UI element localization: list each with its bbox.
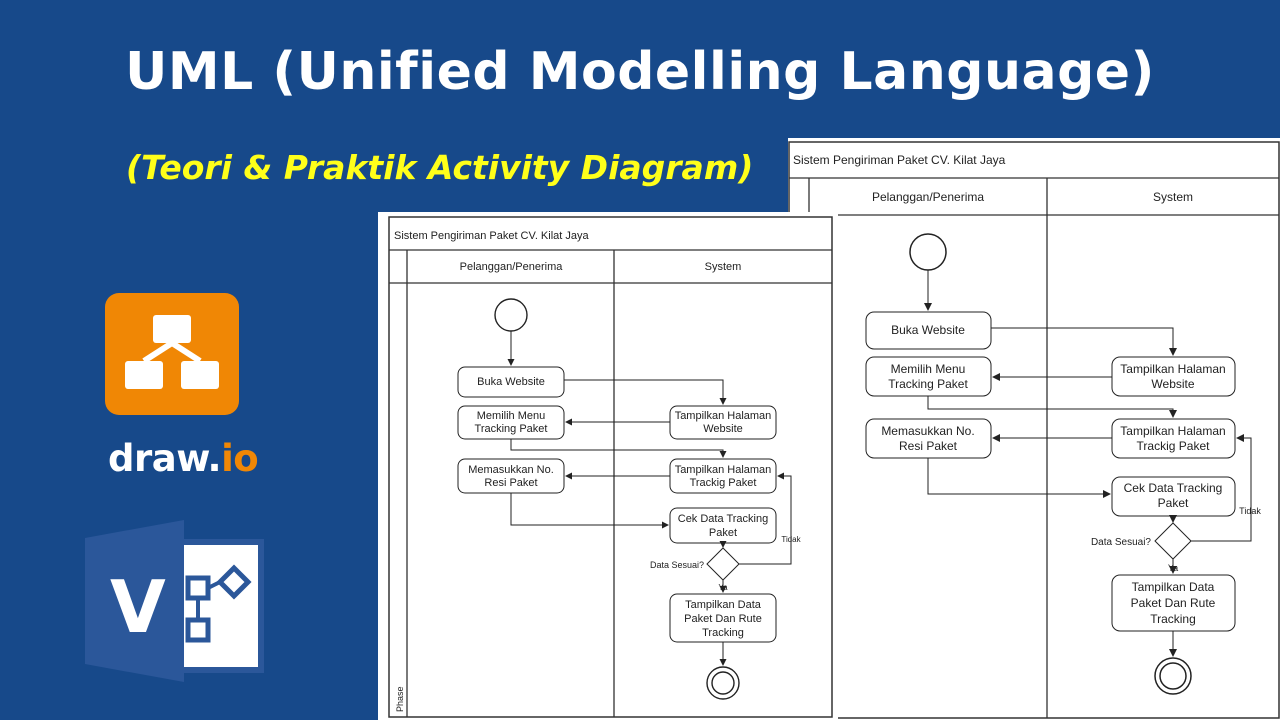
svg-text:Memilih Menu: Memilih Menu [477, 410, 545, 422]
svg-text:Website: Website [703, 423, 743, 435]
svg-text:Tampilkan Halaman: Tampilkan Halaman [675, 464, 772, 476]
visio-letter: V [110, 565, 166, 649]
lane-header-customer: Pelanggan/Penerima [872, 190, 984, 204]
svg-text:Data Sesuai?: Data Sesuai? [1091, 537, 1151, 548]
svg-text:Tampilkan Halaman: Tampilkan Halaman [675, 410, 772, 422]
svg-text:Paket: Paket [1158, 496, 1189, 510]
svg-text:Trackig Paket: Trackig Paket [1137, 439, 1211, 453]
visio-icon: V [85, 520, 264, 682]
page-title: UML (Unified Modelling Language) [125, 42, 1155, 102]
start-node-small [494, 298, 528, 332]
svg-text:Resi Paket: Resi Paket [484, 477, 537, 489]
lane-header-system: System [1153, 190, 1193, 204]
svg-text:Tracking Paket: Tracking Paket [888, 377, 968, 391]
diagram-title: Sistem Pengiriman Paket CV. Kilat Jaya [793, 153, 1006, 167]
svg-text:Website: Website [1151, 377, 1194, 391]
svg-text:Paket: Paket [709, 527, 737, 539]
start-node [909, 233, 947, 271]
svg-text:Cek Data Tracking: Cek Data Tracking [678, 513, 768, 525]
svg-text:Trackig Paket: Trackig Paket [690, 477, 757, 489]
phase-label: Phase [395, 686, 405, 712]
svg-text:Memilih Menu: Memilih Menu [891, 362, 966, 376]
svg-text:Buka Website: Buka Website [891, 323, 965, 337]
svg-text:Tampilkan Data: Tampilkan Data [1132, 580, 1215, 594]
svg-text:Paket Dan Rute: Paket Dan Rute [1131, 596, 1216, 610]
drawio-diagram-icon [105, 293, 239, 415]
svg-text:Memasukkan No.: Memasukkan No. [468, 464, 554, 476]
svg-text:Tidak: Tidak [1239, 506, 1261, 516]
activity-diagram-large: Sistem Pengiriman Paket CV. Kilat Jaya P… [788, 138, 1280, 720]
svg-text:Paket Dan Rute: Paket Dan Rute [684, 613, 762, 625]
page-subtitle: (Teori & Praktik Activity Diagram) [126, 148, 754, 187]
activity-diagram-small: Sistem Pengiriman Paket CV. Kilat Jaya P… [378, 212, 838, 720]
svg-text:Tracking: Tracking [702, 627, 744, 639]
svg-text:Memasukkan No.: Memasukkan No. [881, 424, 974, 438]
svg-text:Tampilkan Halaman: Tampilkan Halaman [1120, 362, 1225, 376]
svg-text:Tracking Paket: Tracking Paket [475, 423, 548, 435]
svg-text:Tampilkan Halaman: Tampilkan Halaman [1120, 424, 1225, 438]
lane-header-customer-small: Pelanggan/Penerima [460, 261, 564, 273]
action-buka-website [865, 311, 992, 350]
lane-header-system-small: System [705, 261, 742, 273]
svg-text:Cek Data Tracking: Cek Data Tracking [1124, 481, 1223, 495]
svg-text:Tracking: Tracking [1150, 612, 1196, 626]
diagram-title-small: Sistem Pengiriman Paket CV. Kilat Jaya [394, 230, 590, 242]
svg-text:Tampilkan Data: Tampilkan Data [685, 599, 762, 611]
svg-text:Data Sesuai?: Data Sesuai? [650, 560, 704, 570]
drawio-wordmark: draw.io [108, 437, 259, 480]
svg-text:Buka Website: Buka Website [477, 376, 545, 388]
svg-text:Resi Paket: Resi Paket [899, 439, 958, 453]
